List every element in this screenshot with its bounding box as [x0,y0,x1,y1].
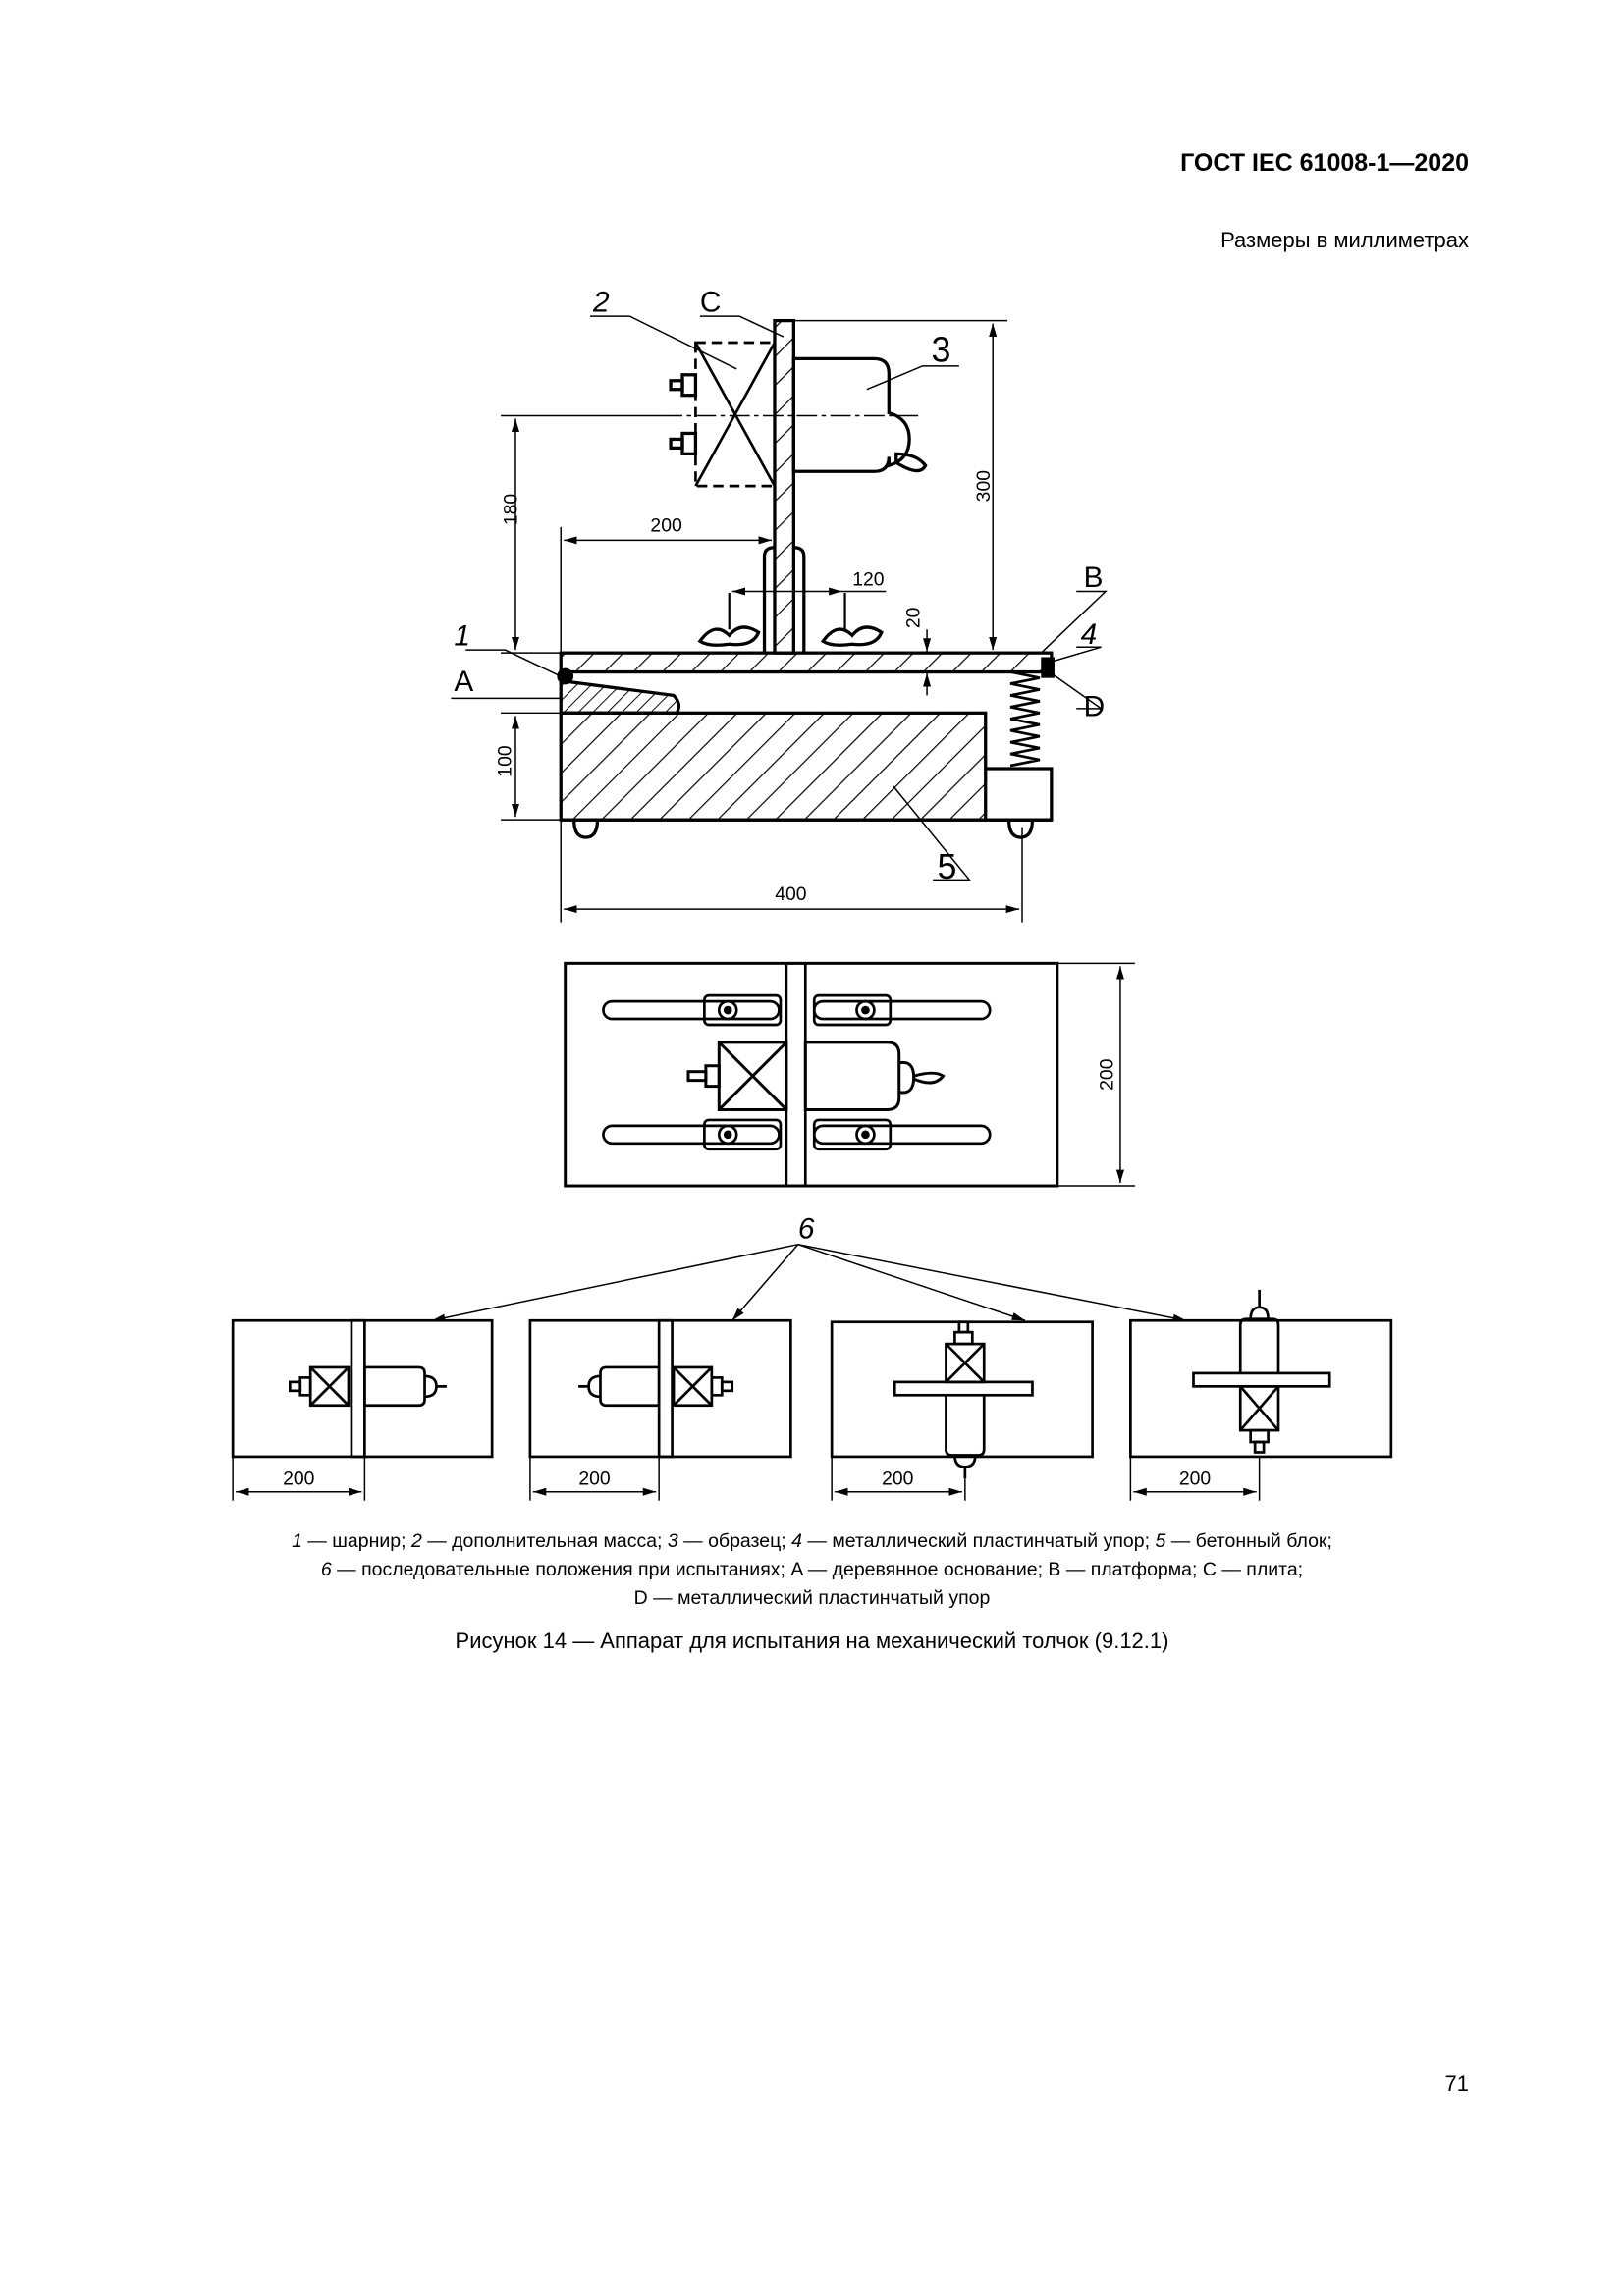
legend-line-1: 1 — шарнир; 2 — дополнительная масса; 3 … [292,1530,1332,1552]
page-number: 71 [1444,2071,1469,2096]
legend-line-2: 6 — последовательные положения при испыт… [320,1559,1304,1580]
position-3 [830,1320,1094,1479]
dim-100: 100 [495,745,516,777]
label-2: 2 [592,287,610,319]
dim-400: 400 [775,883,807,905]
dim-200-pos1: 200 [283,1468,315,1489]
dim-20: 20 [903,607,925,628]
mounting-plate [773,318,795,655]
dim-200-pos2: 200 [578,1468,611,1489]
top-view [564,961,1059,1188]
wooden-base [559,678,681,715]
dim-180: 180 [500,494,521,526]
spring [1009,670,1041,768]
label-C: C [700,287,722,319]
position-1 [231,1318,494,1459]
dim-200: 200 [650,514,682,536]
dim-200-pos4: 200 [1179,1468,1212,1489]
figure-legend: 1 — шарнир; 2 — дополнительная масса; 3 … [0,1527,1624,1613]
label-4: 4 [1081,618,1098,651]
platform [559,651,1054,674]
label-5: 5 [938,847,957,886]
position-leaders [431,1243,1187,1322]
document-code: ГОСТ IEC 61008-1—2020 [1180,149,1469,177]
label-3: 3 [932,330,951,369]
label-6: 6 [798,1213,815,1246]
dim-120: 120 [852,569,885,591]
apparatus-drawing: 180 200 120 20 300 100 400 2 1 4 6 C 3 A… [231,287,1393,1501]
label-1: 1 [454,620,470,653]
dim-200-top: 200 [1096,1058,1117,1091]
additional-mass [694,341,777,488]
side-view-dimensions [451,315,1108,923]
sample [791,356,911,473]
dim-300: 300 [973,470,995,503]
side-view [557,318,1055,839]
label-D: D [1084,690,1106,722]
position-4 [1129,1289,1393,1459]
label-A: A [454,666,473,698]
label-B: B [1084,561,1104,594]
units-note: Размеры в миллиметрах [1220,228,1469,252]
dim-200-pos3: 200 [882,1468,914,1489]
metal-stop [1041,657,1055,678]
position-2 [528,1318,792,1459]
figure-caption: Рисунок 14 — Аппарат для испытания на ме… [455,1629,1169,1653]
concrete-block [559,711,988,822]
legend-line-3: D — металлический пластинчатый упор [633,1587,991,1609]
